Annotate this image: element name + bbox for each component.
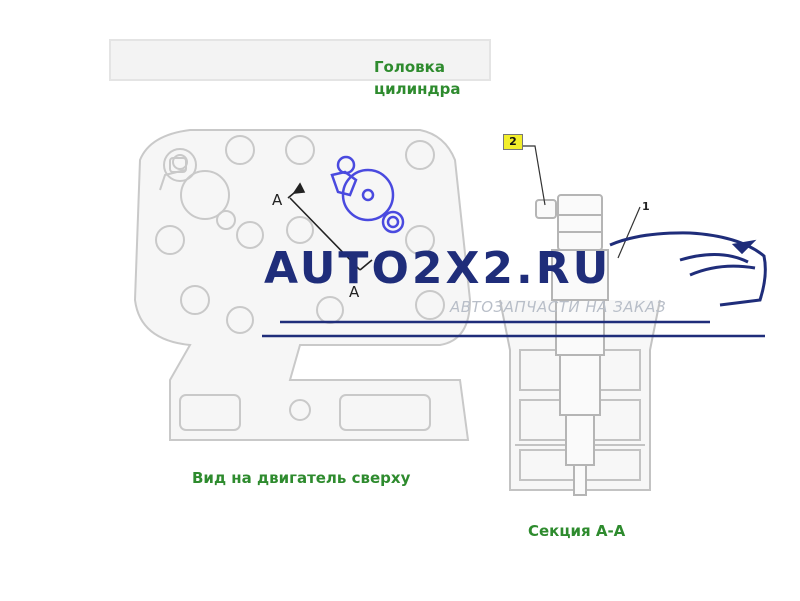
injector-body (535, 194, 609, 496)
brand-underline (262, 320, 765, 338)
watermark-brand: AUTO2X2.RU (264, 243, 612, 294)
section-cut-line (287, 182, 373, 271)
callout-1: 1 (642, 200, 650, 213)
section-label: Секция А-А (528, 522, 626, 540)
callout-2: 2 (503, 134, 523, 150)
car-logo-icon (609, 231, 767, 307)
leader-lines (520, 145, 641, 259)
cylinder-head-label: Головка цилиндра (374, 56, 460, 100)
cylinder-head-label-line2: цилиндра (374, 80, 461, 98)
highlighted-injector (330, 155, 405, 234)
top-view-label: Вид на двигатель сверху (192, 469, 411, 487)
section-mark-a-bottom: A (349, 283, 360, 301)
top-view-drawing (109, 39, 491, 441)
watermark-slogan: АВТОЗАПЧАСТИ НА ЗАКАЗ (450, 298, 667, 316)
cylinder-head-label-line1: Головка (374, 58, 445, 76)
section-mark-a-top: A (272, 191, 283, 209)
